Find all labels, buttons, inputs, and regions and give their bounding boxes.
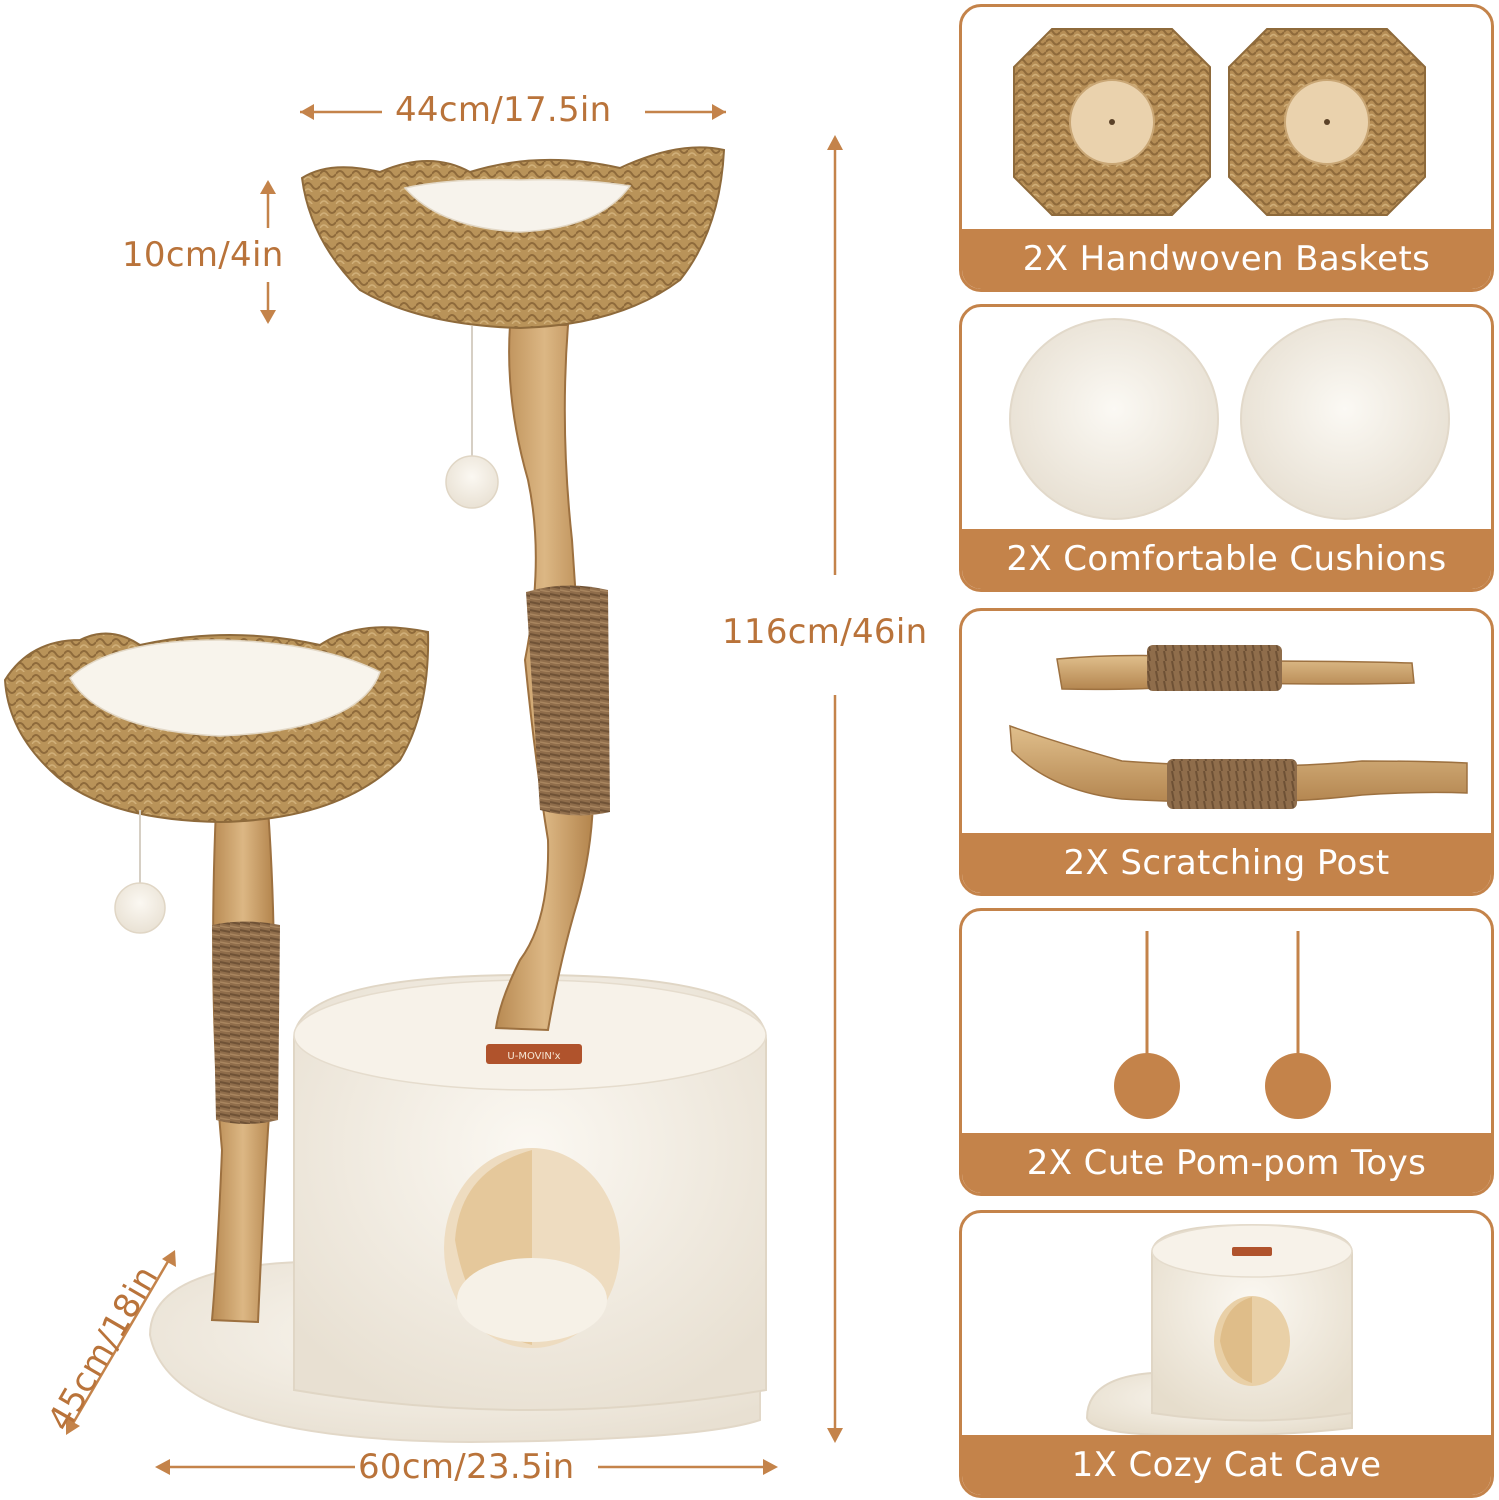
scratching-post-icon: [1009, 724, 1468, 809]
panel-label-baskets: 2X Handwoven Baskets: [962, 229, 1491, 289]
panel-cat-cave: 1X Cozy Cat Cave: [959, 1210, 1494, 1498]
total-height-label: 116cm/46in: [722, 612, 928, 652]
pompom-icon: [1265, 931, 1331, 1119]
main-post: [494, 324, 610, 1032]
panel-baskets: 2X Handwoven Baskets: [959, 4, 1494, 292]
cat-cave-image: [1085, 1223, 1353, 1437]
cat-cave: U-MOVIN'x: [293, 973, 767, 1411]
baskets-image: [1013, 28, 1426, 216]
cat-tree-illustration: U-MOVIN'x: [3, 104, 843, 1475]
top-basket: [300, 146, 726, 509]
basket-icon: [1228, 28, 1426, 216]
scratching-post-icon: [1056, 645, 1415, 691]
panel-scratching-posts: 2X Scratching Post: [959, 608, 1494, 896]
cushion-icon: [1009, 318, 1219, 520]
scratching-posts-image: [1009, 645, 1468, 809]
dimension-lines: [66, 104, 843, 1475]
panel-label-cat-cave: 1X Cozy Cat Cave: [962, 1435, 1491, 1495]
cat-cave-icon: [1085, 1223, 1353, 1437]
pompom-toys-image: [1114, 931, 1331, 1119]
base-width-label: 60cm/23.5in: [358, 1447, 575, 1487]
cushions-image: [1009, 318, 1450, 520]
top-width-label: 44cm/17.5in: [395, 90, 612, 130]
panel-pompom-toys: 2X Cute Pom-pom Toys: [959, 908, 1494, 1196]
panel-label-cushions: 2X Comfortable Cushions: [962, 529, 1491, 589]
panel-cushions: 2X Comfortable Cushions: [959, 304, 1494, 592]
brand-tag-text: U-MOVIN'x: [507, 1051, 560, 1062]
basket-icon: [1013, 28, 1211, 216]
pompom-icon: [1114, 931, 1180, 1119]
panel-label-pompom-toys: 2X Cute Pom-pom Toys: [962, 1133, 1491, 1193]
panel-label-scratching-posts: 2X Scratching Post: [962, 833, 1491, 893]
basket-depth-label: 10cm/4in: [122, 235, 284, 275]
left-post: [210, 807, 280, 1324]
cushion-icon: [1240, 318, 1450, 520]
lower-basket: [3, 626, 430, 934]
